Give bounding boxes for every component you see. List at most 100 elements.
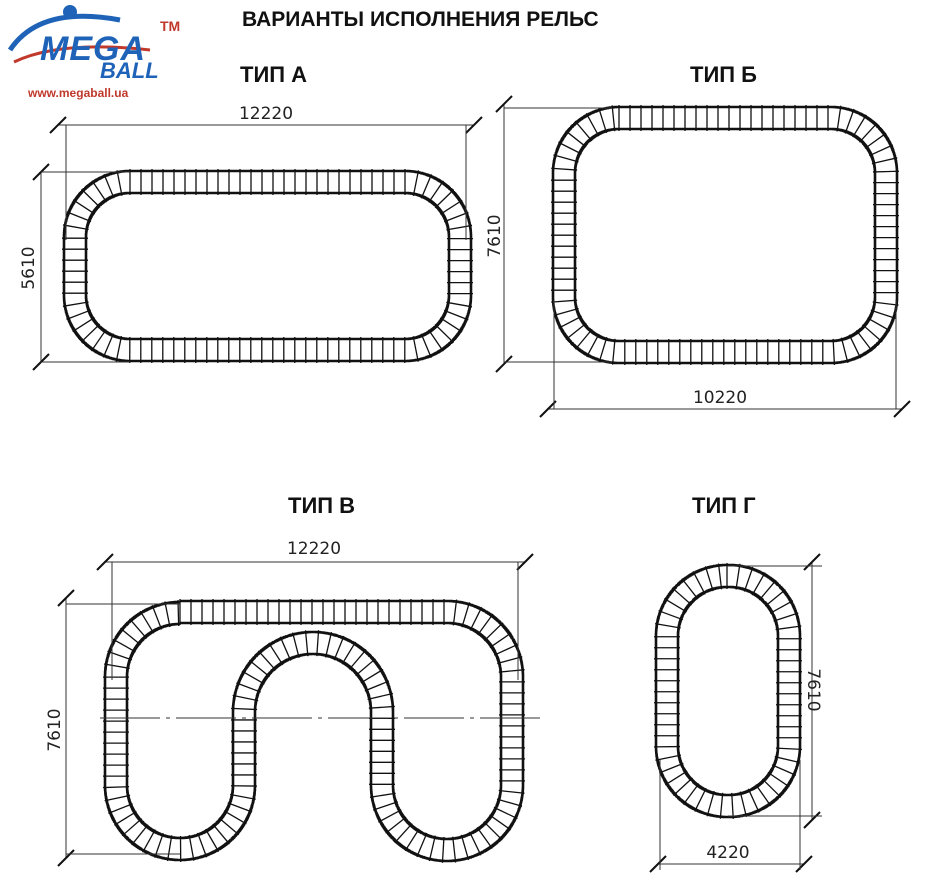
rail-sleeper bbox=[372, 801, 398, 811]
type-v-width-line bbox=[96, 553, 534, 571]
rail-sleeper bbox=[104, 794, 131, 802]
rail-sleeper bbox=[441, 836, 445, 863]
rail-sleeper bbox=[420, 333, 432, 358]
type-v-label: ТИП В bbox=[288, 493, 356, 518]
dimension-tick bbox=[96, 553, 114, 571]
rail-sleeper bbox=[764, 589, 786, 607]
rail-sleeper bbox=[498, 789, 525, 794]
rail-sleeper bbox=[872, 301, 899, 306]
rail-sleeper bbox=[151, 604, 163, 630]
rail-sleeper bbox=[553, 154, 579, 163]
rail-sleeper bbox=[719, 792, 724, 819]
rail-sleeper bbox=[681, 578, 699, 600]
rail-outer bbox=[84, 191, 451, 341]
rail-sleeper bbox=[767, 771, 790, 788]
rail-sleeper bbox=[66, 211, 92, 223]
rail-sleeper bbox=[769, 600, 794, 614]
rail-sleeper bbox=[446, 224, 473, 231]
rail-sleeper bbox=[551, 167, 578, 171]
rail-sleeper bbox=[205, 828, 220, 852]
rail-sleeper bbox=[574, 328, 593, 350]
dimension-tick bbox=[49, 116, 67, 134]
rail-sleeper bbox=[428, 329, 444, 352]
rail-outer bbox=[573, 127, 877, 343]
rail-sleeper bbox=[107, 650, 133, 661]
dimension-tick bbox=[795, 855, 813, 873]
rail-sleeper bbox=[394, 823, 413, 844]
rail-sleeper bbox=[461, 602, 471, 628]
rail-sleeper bbox=[218, 817, 240, 836]
type-a-width-line bbox=[49, 116, 483, 134]
type-g-width-line bbox=[649, 855, 813, 873]
rail-sleeper bbox=[731, 792, 734, 819]
rail-sleeper bbox=[870, 309, 896, 320]
rail-sleeper bbox=[496, 798, 523, 807]
rail-sleeper bbox=[493, 643, 519, 656]
rail-sleeper bbox=[611, 105, 616, 132]
megaball-logo: MEGA BALL TM www.megaball.ua bbox=[0, 0, 200, 110]
rail-sleeper bbox=[658, 762, 684, 774]
rail-sleeper bbox=[443, 309, 469, 321]
rail-sleeper bbox=[747, 788, 760, 813]
rail-sleeper bbox=[131, 824, 149, 846]
dimension-tick bbox=[539, 400, 557, 418]
rail-sleeper bbox=[416, 832, 428, 858]
rail-sleeper bbox=[452, 836, 457, 863]
rail-sleeper bbox=[364, 680, 390, 692]
rail-sleeper bbox=[341, 641, 357, 665]
rail-sleeper bbox=[694, 787, 707, 812]
rail-inner bbox=[103, 599, 525, 863]
rail-sleeper bbox=[469, 831, 482, 856]
rail-sleeper bbox=[232, 694, 259, 702]
rail-sleeper bbox=[586, 333, 600, 358]
rail-tracks bbox=[62, 105, 899, 863]
dimension-tick bbox=[893, 400, 911, 418]
page-title: ВАРИАНТЫ ИСПОЛНЕНИЯ РЕЛЬС bbox=[242, 8, 599, 31]
track-type-b bbox=[551, 105, 899, 365]
rail-sleeper bbox=[844, 108, 855, 134]
rail-inner bbox=[62, 169, 473, 363]
rail-sleeper bbox=[489, 632, 512, 649]
rail-sleeper bbox=[859, 122, 878, 143]
rail-sleeper bbox=[368, 705, 395, 709]
rail-sleeper bbox=[257, 650, 277, 671]
type-g-label: ТИП Г bbox=[692, 493, 756, 518]
rail-sleeper bbox=[489, 814, 512, 831]
logo-ball-text: BALL bbox=[100, 58, 159, 83]
rail-sleeper bbox=[166, 835, 173, 862]
rail-sleeper bbox=[655, 754, 682, 761]
rail-sleeper bbox=[672, 777, 693, 797]
rail-sleeper bbox=[751, 572, 766, 596]
rail-sleeper bbox=[229, 793, 256, 800]
rail-sleeper bbox=[439, 317, 463, 333]
rail-sleeper bbox=[72, 317, 95, 333]
type-g-height-dim: 7610 bbox=[803, 668, 823, 711]
type-b-height-dim: 7610 bbox=[485, 214, 505, 257]
rail-sleeper bbox=[304, 630, 309, 657]
rail-sleeper bbox=[497, 656, 523, 665]
logo-trademark: TM bbox=[160, 18, 181, 34]
rail-sleeper bbox=[316, 630, 320, 657]
rail-sleeper bbox=[164, 601, 171, 628]
rail-sleeper bbox=[113, 811, 137, 826]
rail-sleeper bbox=[758, 579, 777, 601]
rail-sleeper bbox=[367, 692, 394, 701]
rail-sleeper bbox=[268, 642, 284, 666]
rail-sleeper bbox=[81, 188, 101, 208]
rail-sleeper bbox=[119, 627, 141, 646]
rail-sleeper bbox=[434, 323, 455, 344]
rail-sleeper bbox=[227, 802, 253, 813]
rail-sleeper bbox=[739, 791, 748, 818]
rail-sleeper bbox=[360, 668, 384, 684]
dimension-tick bbox=[803, 811, 821, 829]
rail-sleeper bbox=[735, 563, 741, 590]
dimension-tick bbox=[803, 553, 821, 571]
rail-sleeper bbox=[142, 829, 156, 853]
rail-sleeper bbox=[872, 170, 899, 173]
type-v-width-dim: 12220 bbox=[287, 539, 341, 559]
rail-sleeper bbox=[103, 663, 130, 670]
rail-sleeper bbox=[62, 301, 89, 307]
logo-mega-text: MEGA bbox=[40, 30, 146, 68]
type-v-height-dim: 7610 bbox=[45, 708, 65, 751]
